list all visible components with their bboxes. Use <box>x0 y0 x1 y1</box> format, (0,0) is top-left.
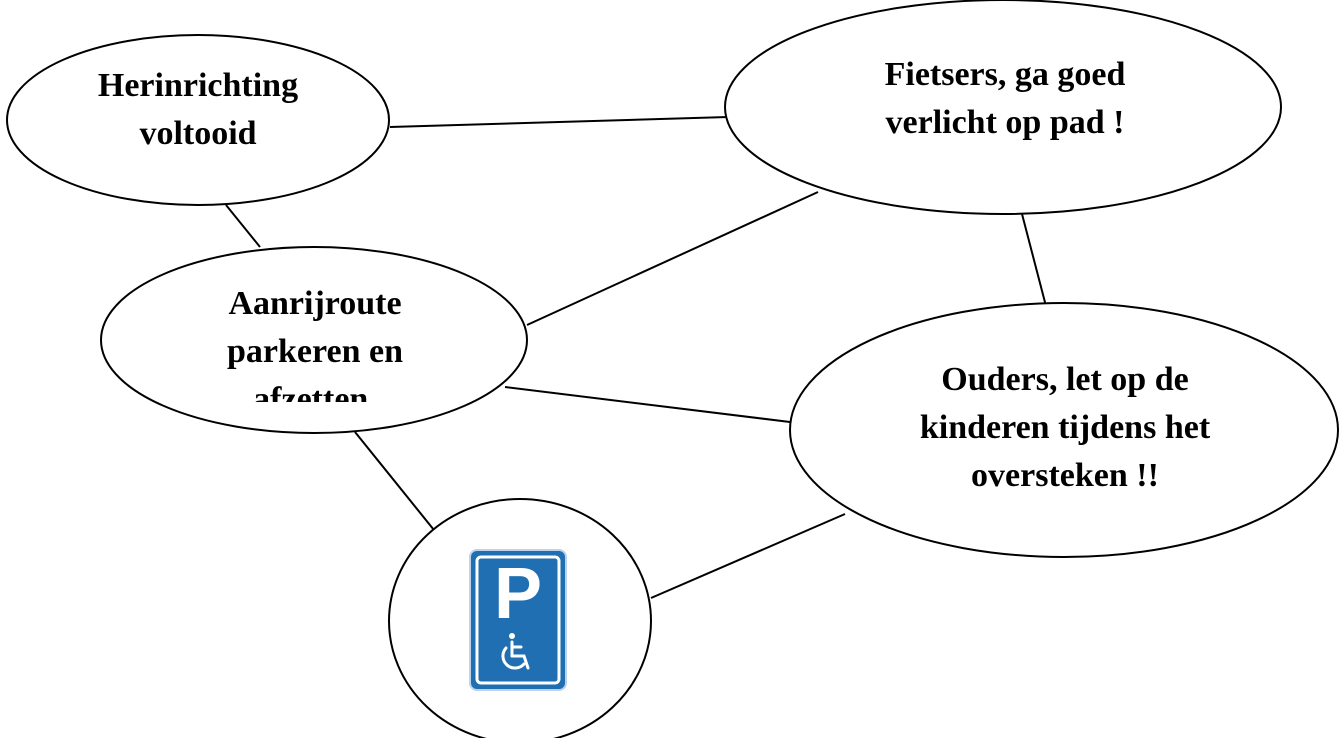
bubble-aanrijroute-text: Aanrijroute parkeren en afzetten. <box>180 280 450 402</box>
bubble-fietsers <box>724 0 1282 215</box>
bubble-herinrichting-text: Herinrichting voltooid <box>48 62 348 162</box>
connector-herinrichting-aanrijroute <box>225 204 261 248</box>
connector-fietsers-ouders <box>1021 213 1048 311</box>
herinrichting-line-1: Herinrichting <box>97 67 299 104</box>
disabled-parking-sign-icon: P <box>469 549 567 691</box>
herinrichting-line-2: voltooid <box>139 115 257 152</box>
aanrijroute-line-2: parkeren en <box>227 333 403 370</box>
connector-herinrichting-fietsers <box>389 116 729 128</box>
fietsers-line-2: verlicht op pad ! <box>885 104 1125 141</box>
connector-aanrijroute-ouders <box>504 386 791 423</box>
fietsers-line-1: Fietsers, ga goed <box>884 56 1126 93</box>
bubble-ouders-text: Ouders, let op de kinderen tijdens het o… <box>880 356 1250 506</box>
ouders-line-1: Ouders, let op de <box>941 361 1189 398</box>
bubble-aanrijroute <box>100 246 528 434</box>
aanrijroute-line-1: Aanrijroute <box>228 285 402 322</box>
parking-letter: P <box>494 554 542 634</box>
ouders-line-3: oversteken !! <box>971 457 1159 494</box>
connector-aanrijroute-fietsers <box>526 191 819 326</box>
bubble-fietsers-text: Fietsers, ga goed verlicht op pad ! <box>840 51 1170 151</box>
connector-aanrijroute-parking <box>354 431 439 536</box>
ouders-line-2: kinderen tijdens het <box>919 409 1211 446</box>
bubble-ouders <box>789 302 1339 558</box>
wheelchair-icon <box>501 633 530 670</box>
bubble-herinrichting <box>6 34 390 206</box>
connector-parking-ouders <box>650 513 846 599</box>
aanrijroute-line-3: afzetten. <box>253 381 377 402</box>
